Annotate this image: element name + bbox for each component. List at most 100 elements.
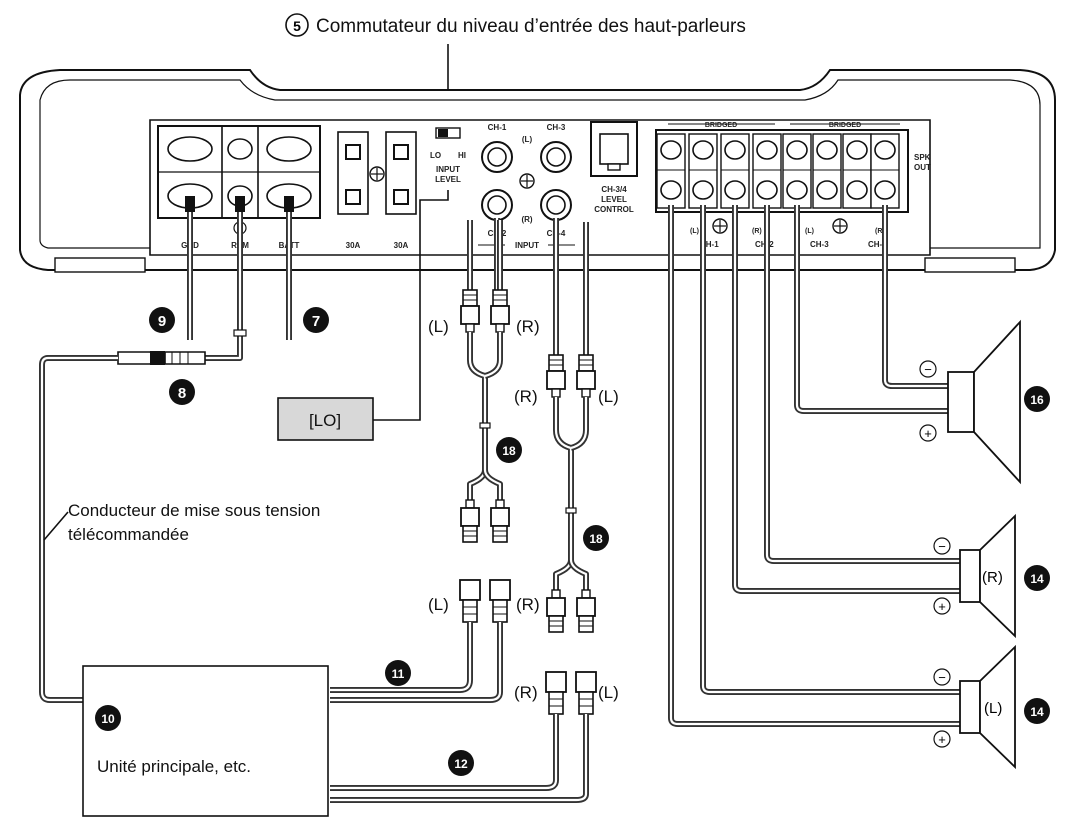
speaker-r-label: (R) bbox=[982, 569, 1003, 586]
remote-lead-text-2: télécommandée bbox=[68, 525, 189, 544]
out-ch1-label: CH-1 bbox=[700, 240, 719, 249]
level-control-label-3: CONTROL bbox=[594, 205, 634, 214]
input-level-switch[interactable]: LO HI INPUT LEVEL bbox=[430, 127, 466, 184]
rca-label-r-top: (R) bbox=[516, 317, 540, 336]
out-ch3-label: CH-3 bbox=[810, 240, 829, 249]
rca-label-l-bottom: (L) bbox=[598, 683, 619, 702]
switch-lo-label: LO bbox=[430, 151, 441, 160]
rca-plug bbox=[576, 354, 596, 398]
callout-9-text: 9 bbox=[158, 313, 166, 330]
bridged-label-2: BRIDGED bbox=[829, 122, 861, 129]
rca-jack bbox=[489, 579, 511, 623]
speaker-terminal bbox=[720, 133, 750, 209]
callout-14b bbox=[1024, 698, 1050, 724]
title-callout: 5 Commutateur du niveau d’entrée des hau… bbox=[285, 13, 746, 128]
level-control-jack: CH-3/4 LEVEL CONTROL bbox=[590, 121, 638, 214]
right-minus: − bbox=[938, 539, 946, 554]
speaker-terminal bbox=[656, 133, 686, 209]
bridged-label-1: BRIDGED bbox=[705, 122, 737, 129]
rca-jack bbox=[575, 671, 597, 715]
input-l-label: (L) bbox=[522, 135, 533, 144]
callout-8 bbox=[169, 379, 195, 405]
rca-plug bbox=[546, 354, 566, 398]
rca-jack bbox=[545, 671, 567, 715]
rca-plug bbox=[460, 289, 480, 333]
left-minus: − bbox=[938, 670, 946, 685]
input-r-label: (R) bbox=[521, 215, 532, 224]
rca-plug bbox=[546, 589, 566, 633]
head-unit-label: Unité principale, etc. bbox=[97, 757, 251, 776]
speaker-terminal bbox=[688, 133, 718, 209]
power-terminal-block: GND REM BATT bbox=[157, 125, 321, 250]
ch3-label: CH-3 bbox=[547, 123, 566, 132]
speaker-terminal bbox=[782, 133, 812, 209]
callout-18b-text: 18 bbox=[589, 532, 603, 546]
amplifier: GND REM BATT 30A 30A LO HI INPUT LEVEL bbox=[19, 69, 1056, 273]
switch-hi-label: HI bbox=[458, 151, 466, 160]
sub-plus: + bbox=[924, 426, 932, 441]
fuse-label-1: 30A bbox=[346, 241, 361, 250]
rca-label-r-bottom: (R) bbox=[514, 683, 538, 702]
callout-12-text: 12 bbox=[454, 757, 468, 771]
rca-label-l-top: (L) bbox=[428, 317, 449, 336]
speaker-wires bbox=[668, 205, 960, 727]
title-text: Commutateur du niveau d’entrée des haut-… bbox=[316, 16, 746, 37]
callout-7-text: 7 bbox=[312, 313, 320, 330]
callout-12 bbox=[448, 750, 474, 776]
spk-out-label-1: SPK bbox=[914, 153, 931, 162]
rca-label-r-mid: (R) bbox=[514, 387, 538, 406]
ch1-label: CH-1 bbox=[488, 123, 507, 132]
level-control-label-2: LEVEL bbox=[601, 195, 627, 204]
remote-lead-label: Conducteur de mise sous tension télécomm… bbox=[43, 501, 320, 544]
right-plus: + bbox=[938, 599, 946, 614]
callout-14b-text: 14 bbox=[1030, 705, 1044, 719]
rca-label-r-low: (R) bbox=[516, 595, 540, 614]
spk-out-label-2: OUT bbox=[914, 163, 931, 172]
speaker-right: (R) − + bbox=[933, 513, 1016, 639]
fuse-label-2: 30A bbox=[394, 241, 409, 250]
callouts: 9 7 8 18 18 11 12 16 14 14 bbox=[149, 307, 1050, 776]
callout-9 bbox=[149, 307, 175, 333]
callout-18a bbox=[496, 437, 522, 463]
power-wires bbox=[39, 212, 292, 703]
callout-14a bbox=[1024, 565, 1050, 591]
input-level-label-2: LEVEL bbox=[435, 175, 461, 184]
rca-labels: (L) (R) (R) (L) (L) (R) (R) (L) bbox=[428, 317, 619, 702]
out-l-label-2: (L) bbox=[805, 228, 814, 235]
rca-inputs: CH-1 CH-3 (L) (R) CH-2 CH-4 INPUT bbox=[478, 123, 575, 250]
fuse-block: 30A 30A bbox=[337, 131, 417, 250]
callout-16-text: 16 bbox=[1030, 393, 1044, 407]
input-level-label-1: INPUT bbox=[436, 165, 460, 174]
callout-11-text: 11 bbox=[392, 667, 405, 681]
speaker-l-label: (L) bbox=[984, 700, 1002, 717]
level-control-label-1: CH-3/4 bbox=[601, 185, 627, 194]
rca-plug bbox=[490, 289, 510, 333]
speaker-subwoofer: − + bbox=[919, 319, 1021, 485]
rca-cables bbox=[330, 218, 597, 803]
speaker-terminal bbox=[812, 133, 842, 209]
callout-10-text: 10 bbox=[101, 712, 115, 726]
callout-16 bbox=[1024, 386, 1050, 412]
callout-8-text: 8 bbox=[178, 385, 186, 402]
callout-18a-text: 18 bbox=[502, 444, 516, 458]
rca-plug bbox=[576, 589, 596, 633]
speaker-terminal bbox=[870, 133, 900, 209]
callout-7 bbox=[303, 307, 329, 333]
lo-box-text: [LO] bbox=[309, 411, 341, 430]
left-plus: + bbox=[938, 732, 946, 747]
sub-minus: − bbox=[924, 362, 932, 377]
callout-18b bbox=[583, 525, 609, 551]
speaker-terminal bbox=[842, 133, 872, 209]
speaker-left: (L) − + bbox=[933, 644, 1016, 770]
rca-plug bbox=[460, 499, 480, 543]
head-unit: 10 Unité principale, etc. bbox=[82, 665, 329, 817]
rca-jack bbox=[459, 579, 481, 623]
input-label: INPUT bbox=[515, 241, 539, 250]
callout-14a-text: 14 bbox=[1030, 572, 1044, 586]
lo-box: [LO] bbox=[277, 190, 449, 441]
speaker-terminal bbox=[752, 133, 782, 209]
callout-11 bbox=[385, 660, 411, 686]
out-ch4-label: CH-4 bbox=[868, 240, 887, 249]
title-number: 5 bbox=[293, 18, 301, 34]
